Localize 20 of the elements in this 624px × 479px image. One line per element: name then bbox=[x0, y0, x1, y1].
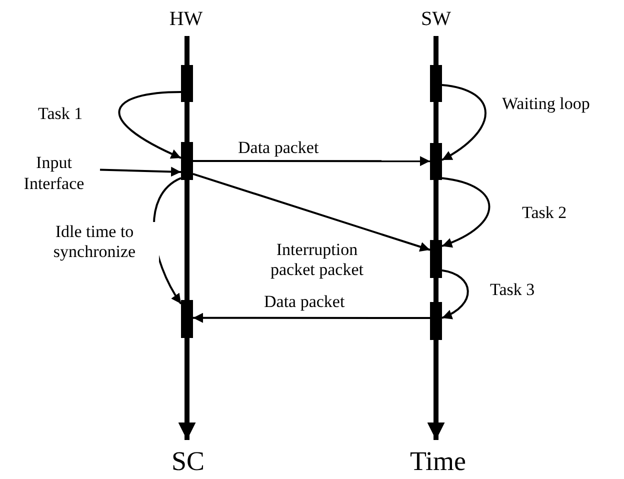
arrow bbox=[442, 177, 490, 248]
arrow bbox=[442, 269, 469, 319]
activation-bar bbox=[430, 240, 442, 278]
arrow bbox=[118, 91, 182, 159]
arrow bbox=[193, 156, 430, 166]
lane-header: SW bbox=[420, 8, 452, 31]
activation-bar bbox=[430, 143, 442, 180]
activation-bar bbox=[430, 65, 442, 102]
arrow bbox=[193, 312, 430, 323]
activation-bar bbox=[181, 142, 193, 180]
axis-label: Time bbox=[408, 446, 468, 477]
activation-bar bbox=[430, 302, 442, 340]
activation-bar bbox=[181, 65, 193, 102]
input-label: Input Interface bbox=[8, 152, 100, 200]
lane-header: HW bbox=[168, 8, 204, 31]
arrow bbox=[100, 166, 182, 177]
axis-label: SC bbox=[170, 446, 206, 477]
activation-bar bbox=[181, 300, 193, 338]
arrow bbox=[192, 172, 430, 252]
arrow bbox=[442, 84, 486, 161]
